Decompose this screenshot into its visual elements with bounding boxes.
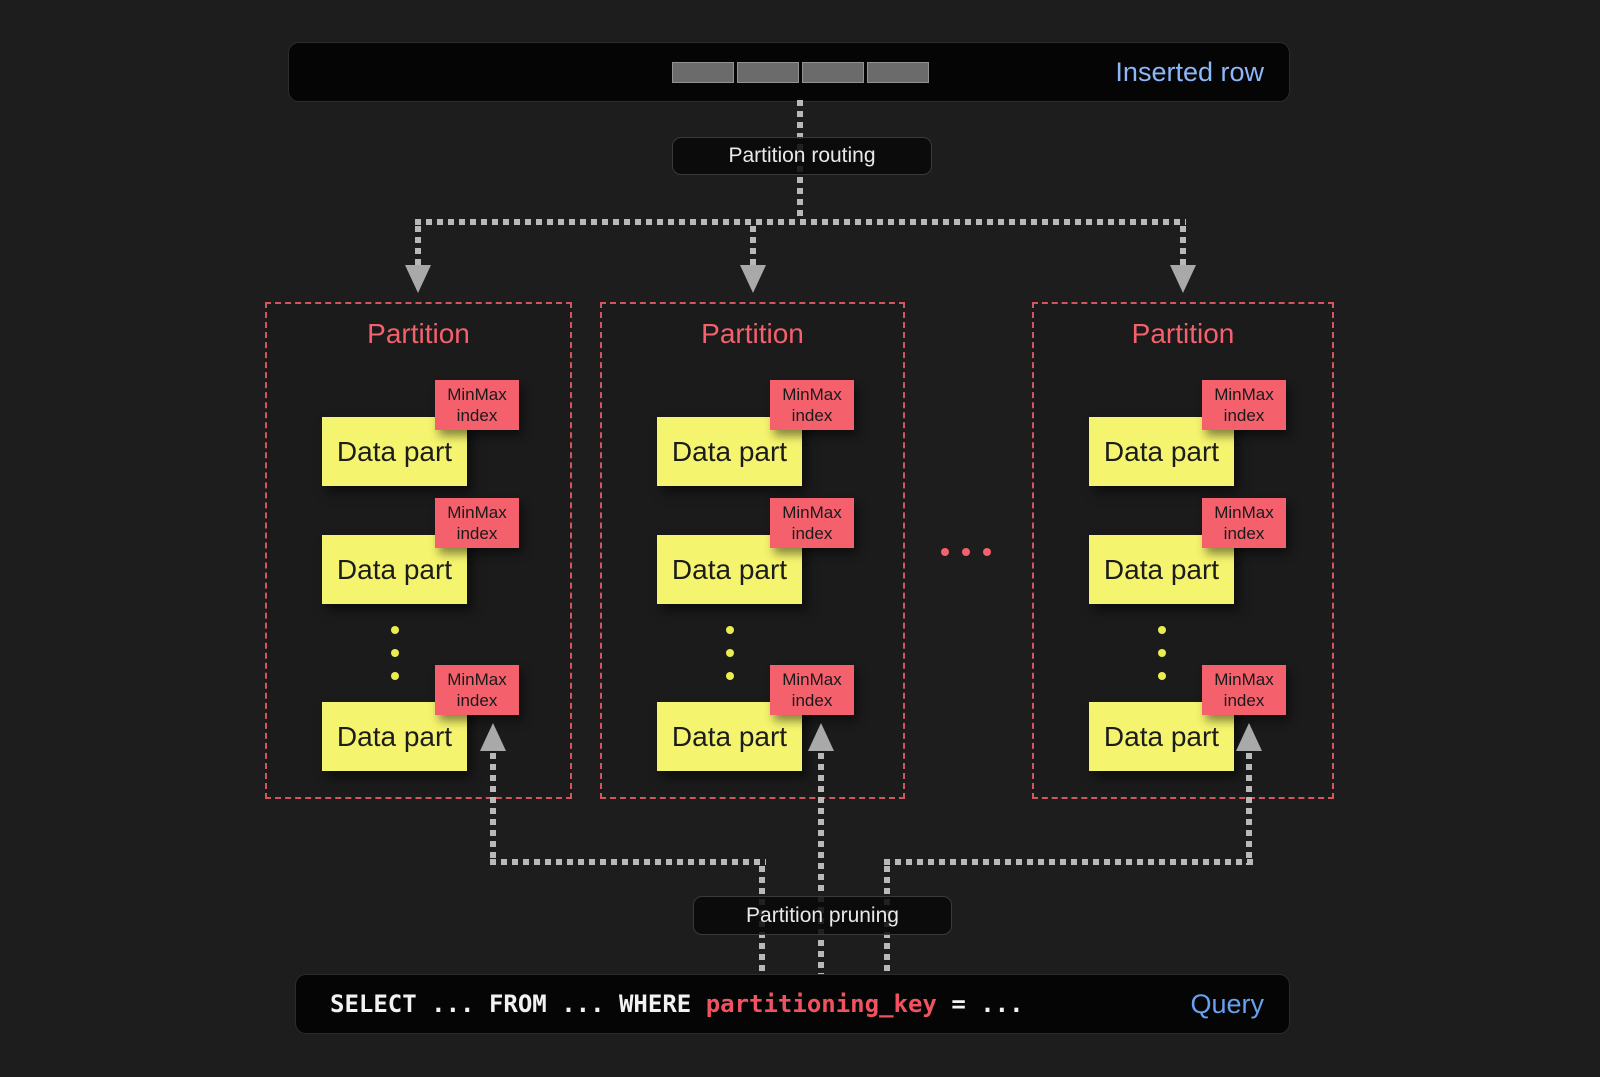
pruning-branch-right — [884, 859, 1253, 865]
row-cells — [672, 62, 929, 83]
vertical-ellipsis-icon — [391, 626, 399, 634]
partition-title: Partition — [367, 318, 470, 349]
pruning-riser-left — [490, 753, 496, 865]
partition-box-1: Partition MinMax index Data part MinMax … — [265, 302, 572, 799]
routing-connector-branch — [415, 219, 1186, 225]
vertical-ellipsis-icon — [726, 626, 734, 634]
vertical-ellipsis-icon — [726, 672, 734, 680]
row-cell — [867, 62, 929, 83]
vertical-ellipsis-icon — [1158, 649, 1166, 657]
minmax-index-tag: MinMax index — [435, 380, 519, 430]
routing-drop-right — [1180, 226, 1186, 265]
minmax-index-tag: MinMax index — [1202, 380, 1286, 430]
minmax-index-tag: MinMax index — [1202, 498, 1286, 548]
row-cell — [672, 62, 734, 83]
vertical-ellipsis-icon — [1158, 672, 1166, 680]
minmax-index-tag: MinMax index — [435, 498, 519, 548]
minmax-index-tag: MinMax index — [770, 665, 854, 715]
pruning-branch-left — [490, 859, 766, 865]
inserted-row-label: Inserted row — [1115, 56, 1264, 87]
row-cell — [737, 62, 799, 83]
query-code: SELECT ... FROM ... WHERE partitioning_k… — [330, 975, 1024, 1033]
row-cell — [802, 62, 864, 83]
partition-title: Partition — [1131, 318, 1235, 349]
arrow-down-icon — [405, 265, 431, 293]
inserted-row-bar: Inserted row — [288, 42, 1290, 102]
vertical-ellipsis-icon — [391, 672, 399, 680]
minmax-index-tag: MinMax index — [770, 380, 854, 430]
partitions-ellipsis-icon — [941, 548, 991, 556]
data-part-box: Data part — [322, 702, 467, 771]
minmax-index-tag: MinMax index — [770, 498, 854, 548]
vertical-ellipsis-icon — [726, 649, 734, 657]
arrow-up-icon — [808, 723, 834, 751]
minmax-index-tag: MinMax index — [435, 665, 519, 715]
partition-title: Partition — [701, 318, 804, 349]
query-select-text: SELECT ... FROM ... WHERE — [330, 990, 706, 1018]
routing-drop-left — [415, 226, 421, 265]
partitioning-key-text: partitioning_key — [705, 990, 937, 1018]
query-equals-text: = ... — [936, 990, 1024, 1018]
partition-routing-label: Partition routing — [672, 137, 932, 175]
pruning-riser-middle — [818, 753, 824, 974]
arrow-up-icon — [1236, 723, 1262, 751]
query-label: Query — [1190, 988, 1264, 1019]
minmax-index-tag: MinMax index — [1202, 665, 1286, 715]
query-bar: SELECT ... FROM ... WHERE partitioning_k… — [295, 974, 1290, 1034]
pruning-riser-right — [1246, 753, 1252, 865]
arrow-down-icon — [1170, 265, 1196, 293]
partition-box-3: Partition MinMax index Data part MinMax … — [1032, 302, 1334, 799]
arrow-up-icon — [480, 723, 506, 751]
arrow-down-icon — [740, 265, 766, 293]
vertical-ellipsis-icon — [391, 649, 399, 657]
data-part-box: Data part — [1089, 417, 1234, 486]
partition-pruning-label: Partition pruning — [693, 896, 952, 935]
partition-box-2: Partition MinMax index Data part MinMax … — [600, 302, 905, 799]
vertical-ellipsis-icon — [1158, 626, 1166, 634]
routing-drop-middle — [750, 226, 756, 265]
